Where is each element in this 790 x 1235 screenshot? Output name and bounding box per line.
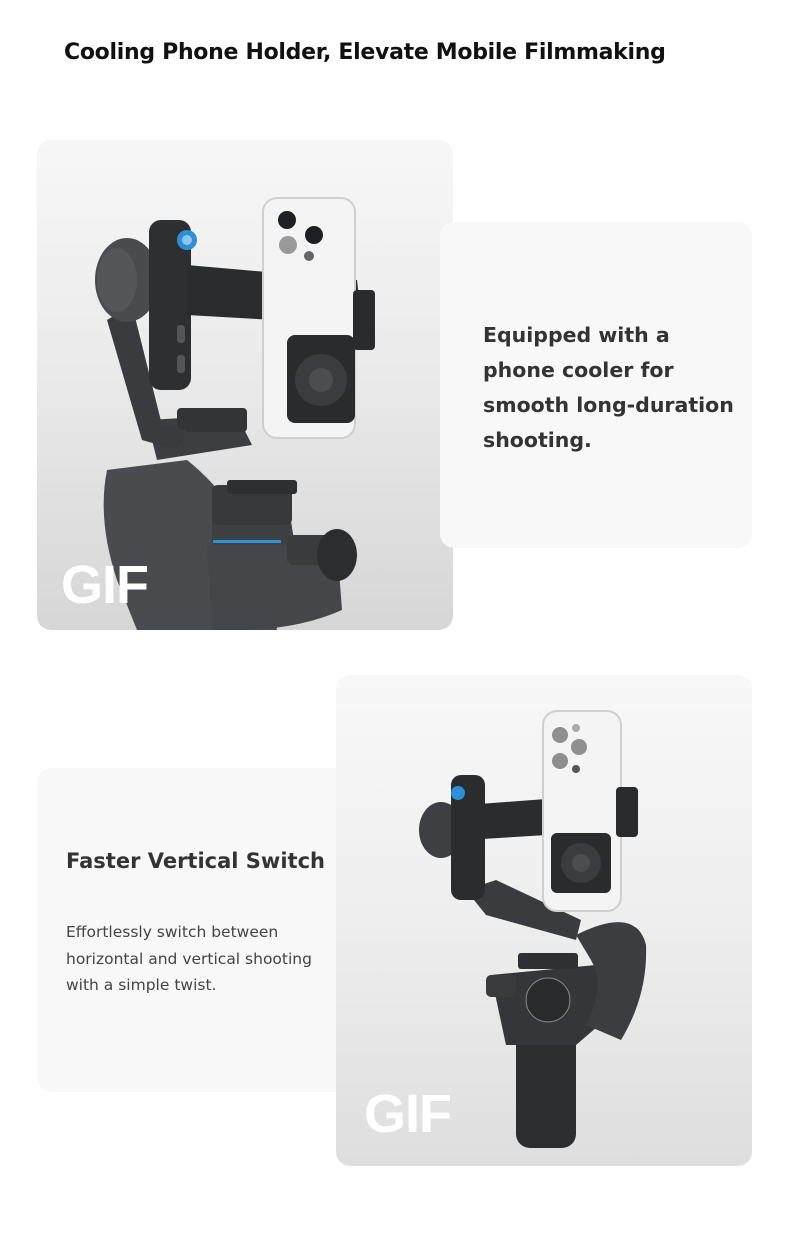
product-animation-vertical: GIF	[336, 675, 752, 1166]
feature-description: Equipped with a phone cooler for smooth …	[483, 323, 734, 452]
feature-card-vertical-switch: Faster Vertical Switch Effortlessly swit…	[37, 768, 349, 1092]
gif-badge: GIF	[364, 1084, 452, 1144]
feature-card-cooler: Equipped with a phone cooler for smooth …	[440, 222, 752, 548]
gimbal-illustration	[419, 710, 647, 1148]
gif-badge: GIF	[61, 555, 149, 615]
feature-heading: Faster Vertical Switch	[66, 849, 325, 873]
feature-description: Effortlessly switch between horizontal a…	[66, 923, 312, 994]
gimbal-illustration	[95, 197, 375, 630]
product-animation-cooler: GIF	[37, 140, 453, 630]
page-title: Cooling Phone Holder, Elevate Mobile Fil…	[64, 40, 666, 65]
